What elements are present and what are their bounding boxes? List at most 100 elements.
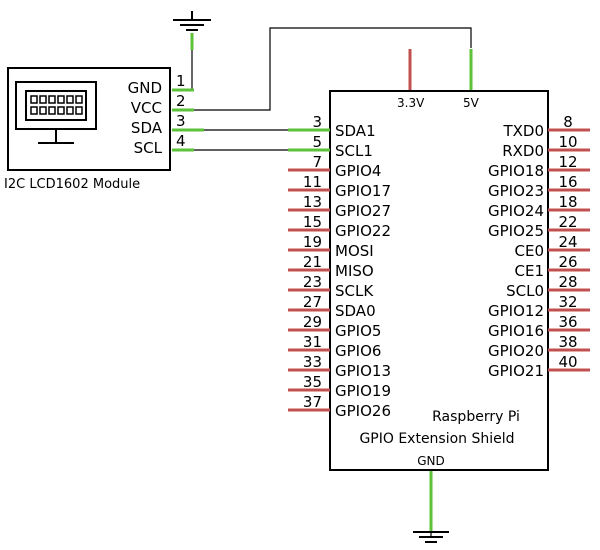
lcd-char-cell [39,95,47,104]
pin-number: 29 [303,313,322,331]
module-pin-label-gnd: GND [128,79,162,97]
pin-number: 5 [312,133,322,151]
pin-number: 28 [558,273,577,291]
pin-number: 27 [303,293,322,311]
pin-number: 37 [303,393,322,411]
pin-name: GPIO5 [335,322,381,340]
pin-number: 11 [303,173,322,191]
pin-name: TXD0 [502,122,544,140]
power-label-3v3: 3.3V [397,96,425,110]
module-pin-label-vcc: VCC [131,99,162,117]
lcd-char-cell [75,106,83,115]
pin-number: 23 [303,273,322,291]
pin-name: SCL0 [506,282,544,300]
pin-number: 32 [558,293,577,311]
pin-number: 35 [303,373,322,391]
shield-right-pins: 8TXD010RXD012GPIO1816GPIO2318GPIO2422GPI… [488,113,590,380]
pin-name: GPIO17 [335,182,391,200]
pin-number: 12 [558,153,577,171]
pin-name: CE0 [515,242,545,260]
pin-number: 13 [303,193,322,211]
pin-number: 15 [303,213,322,231]
pin-number: 10 [558,133,577,151]
pin-name: GPIO22 [335,222,391,240]
pin-name: GPIO6 [335,342,381,360]
pin-number: 31 [303,333,322,351]
shield-box [329,90,549,471]
pin-name: GPIO19 [335,382,391,400]
pin-number: 26 [558,253,577,271]
lcd-char-cell [57,95,65,104]
pin-number: 22 [558,213,577,231]
lcd-char-cell [75,95,83,104]
lcd-char-cell [66,106,74,115]
wire-vcc [192,27,472,111]
pin-number: 36 [558,313,577,331]
pin-name: SDA1 [335,122,376,140]
pin-number: 24 [558,233,577,251]
pin-name: GPIO26 [335,402,391,420]
pin-number: 7 [312,153,322,171]
module-pin-number-3: 3 [176,112,186,130]
pin-name: MISO [335,262,374,280]
pin-name: MOSI [335,242,374,260]
ground-symbol-top [173,11,211,31]
pin-name: GPIO23 [488,182,544,200]
pin-number: 8 [563,113,573,131]
gnd-label-bottom: GND [417,454,445,468]
lcd-char-cell [48,95,56,104]
module-pin-stubs [172,33,204,152]
pin-number: 18 [558,193,577,211]
pin-number: 33 [303,353,322,371]
module-pin-label-sda: SDA [131,119,163,137]
module-pin-number-2: 2 [176,92,186,110]
power-label-5v: 5V [463,96,480,110]
module-pin-label-scl: SCL [134,139,163,157]
lcd-char-cell [48,106,56,115]
pin-name: CE1 [515,262,545,280]
pin-name: GPIO21 [488,362,544,380]
lcd-char-cell [57,106,65,115]
pin-number: 3 [312,113,322,131]
pin-number: 40 [558,353,577,371]
module-pin-number-1: 1 [176,72,186,90]
pin-name: GPIO4 [335,162,381,180]
pin-name: SCLK [335,282,374,300]
shield-subtitle: GPIO Extension Shield [359,431,514,447]
lcd-char-cell [30,95,38,104]
pin-name: GPIO24 [488,202,544,220]
ground-symbol-bottom [413,531,449,543]
pin-name: GPIO25 [488,222,544,240]
pin-number: 16 [558,173,577,191]
pin-name: GPIO13 [335,362,391,380]
pin-number: 38 [558,333,577,351]
pin-number: 21 [303,253,322,271]
wires [191,27,472,538]
lcd-char-cell [30,106,38,115]
module-pin-number-4: 4 [176,132,186,150]
pin-name: SDA0 [335,302,376,320]
